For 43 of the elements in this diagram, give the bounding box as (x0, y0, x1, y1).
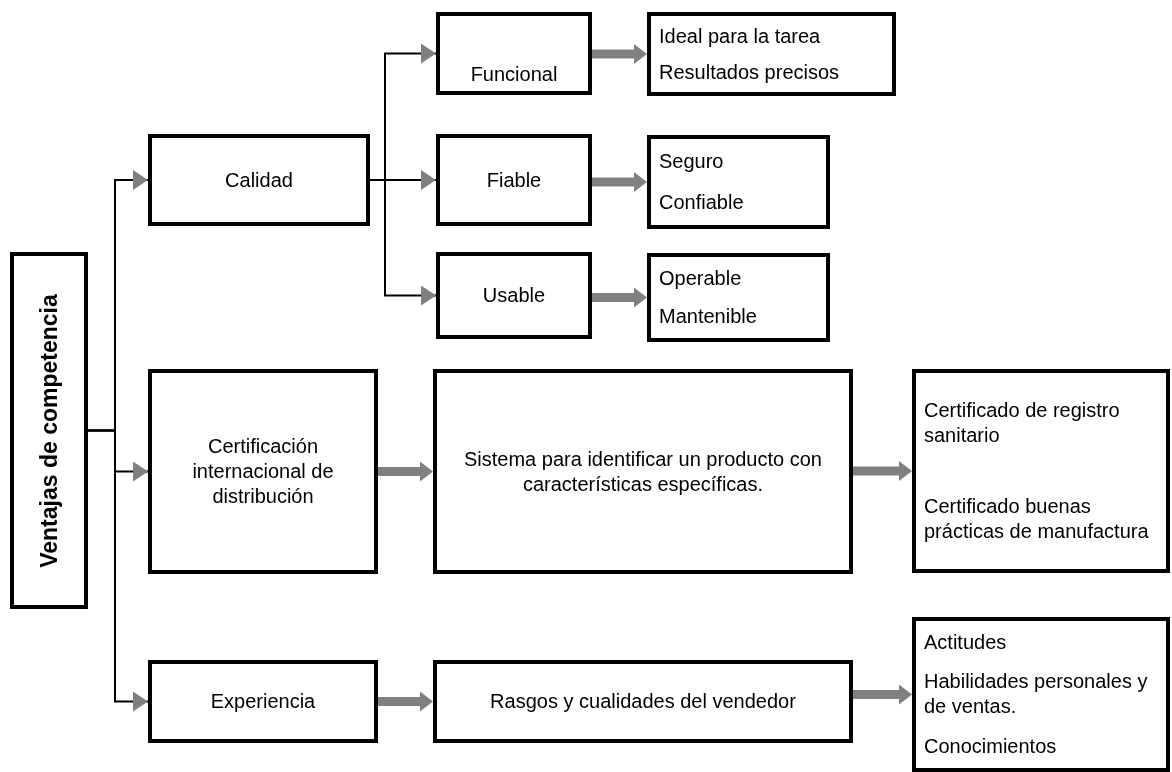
node-text: Mantenible (659, 304, 757, 330)
process-box (148, 369, 378, 574)
process-box (433, 660, 853, 743)
node-text: Habilidades personales y de ventas. (924, 669, 1149, 720)
process-box (433, 369, 853, 574)
arrow (853, 461, 912, 481)
process-box (647, 12, 896, 96)
process-box (148, 660, 378, 743)
process-box (10, 252, 88, 609)
node-text: Usable (482, 283, 546, 308)
process-box (647, 135, 830, 229)
process-box (912, 369, 1170, 573)
process-box (436, 12, 592, 95)
process-box (647, 253, 830, 342)
node-text: Resultados precisos (659, 59, 840, 85)
process-box (912, 617, 1170, 772)
node-text: Calidad (225, 167, 293, 193)
arrow (592, 44, 647, 64)
node-text: Sistema para identificar un producto con características específicas. (463, 446, 823, 497)
node-text: Certificado de registro sanitario (924, 398, 1121, 448)
node-text: Rasgos y cualidades del vendedor (490, 689, 796, 714)
arrow (378, 691, 433, 712)
arrow (853, 684, 912, 705)
node-text: Certificación internacional de distribución (191, 434, 335, 509)
process-box (436, 134, 592, 226)
node-text: Seguro (659, 149, 724, 174)
arrow (378, 461, 433, 482)
arrow (369, 179, 437, 306)
process-box (148, 134, 370, 226)
process-box (436, 252, 592, 339)
node-text: Experiencia (210, 689, 316, 714)
node-text: Ideal para la tarea (659, 23, 821, 49)
arrow (87, 429, 149, 712)
node-text: Funcional (470, 62, 558, 87)
arrow (592, 287, 647, 308)
node-text: Fiable (486, 167, 542, 193)
node-text: Operable (659, 265, 742, 291)
node-text: Confiable (659, 190, 744, 215)
node-text: Conocimientos (924, 733, 1057, 759)
node-text: Ventajas de competencia (35, 293, 63, 568)
arrow (592, 172, 647, 192)
node-text: Actitudes (924, 630, 1007, 656)
node-text: Certificado buenas prácticas de manufactura (924, 494, 1150, 544)
